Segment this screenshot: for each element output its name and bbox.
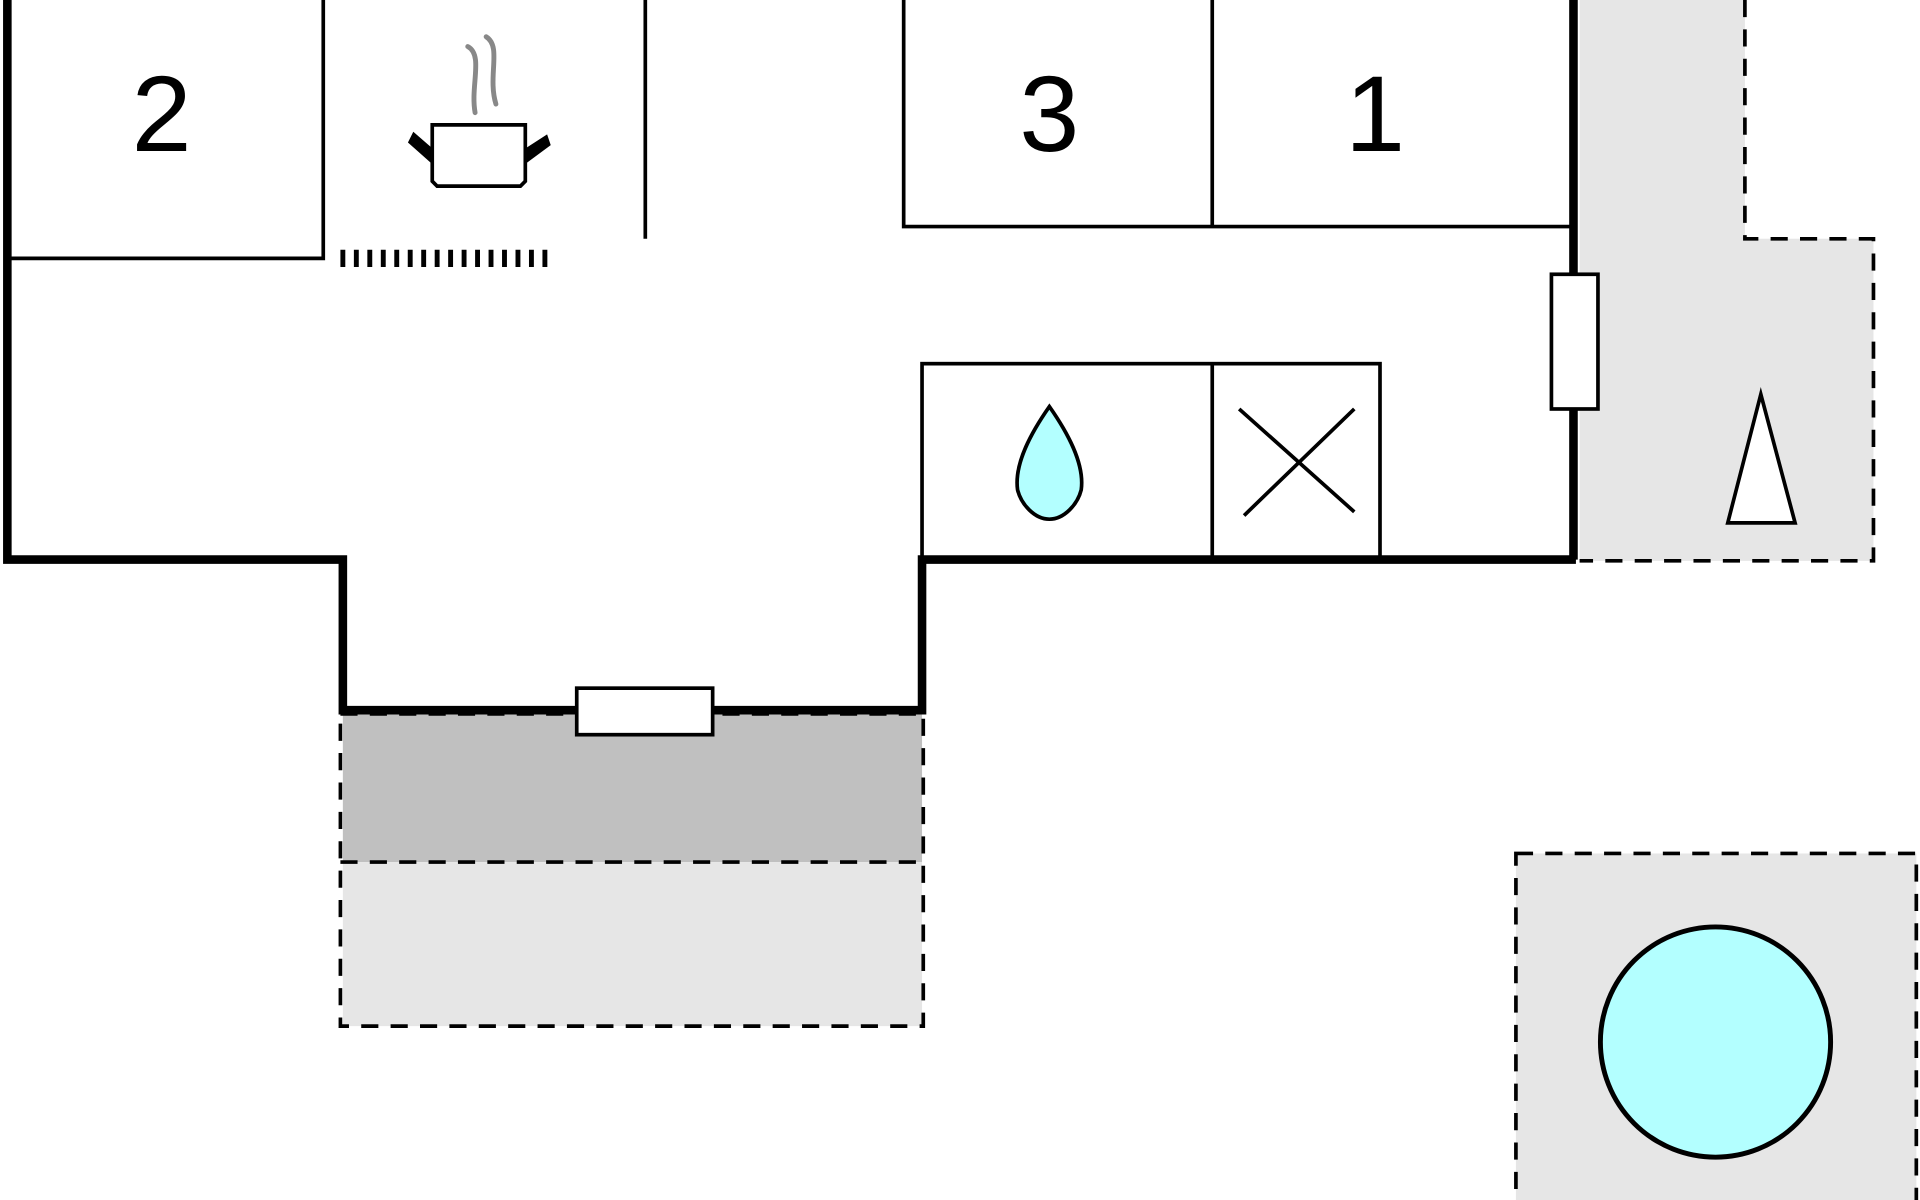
tent-triangle-icon [1725,387,1798,525]
interior-walls [7,0,1574,562]
pool-icon [1597,924,1834,1160]
room-label-3: 3 [1019,53,1079,174]
right-terrace [1579,0,1876,563]
toilet-cross-icon [1237,407,1356,517]
shower-drop-icon [1015,403,1084,522]
room-label-1: 1 [1345,53,1405,174]
kitchen-pot-icon [407,34,551,188]
room-label-2: 2 [132,53,192,174]
exterior-walls [3,0,1578,715]
door-bottom [574,686,715,737]
pool-area [1514,851,1919,1200]
bottom-terrace [338,712,926,1028]
door-right [1549,272,1600,411]
